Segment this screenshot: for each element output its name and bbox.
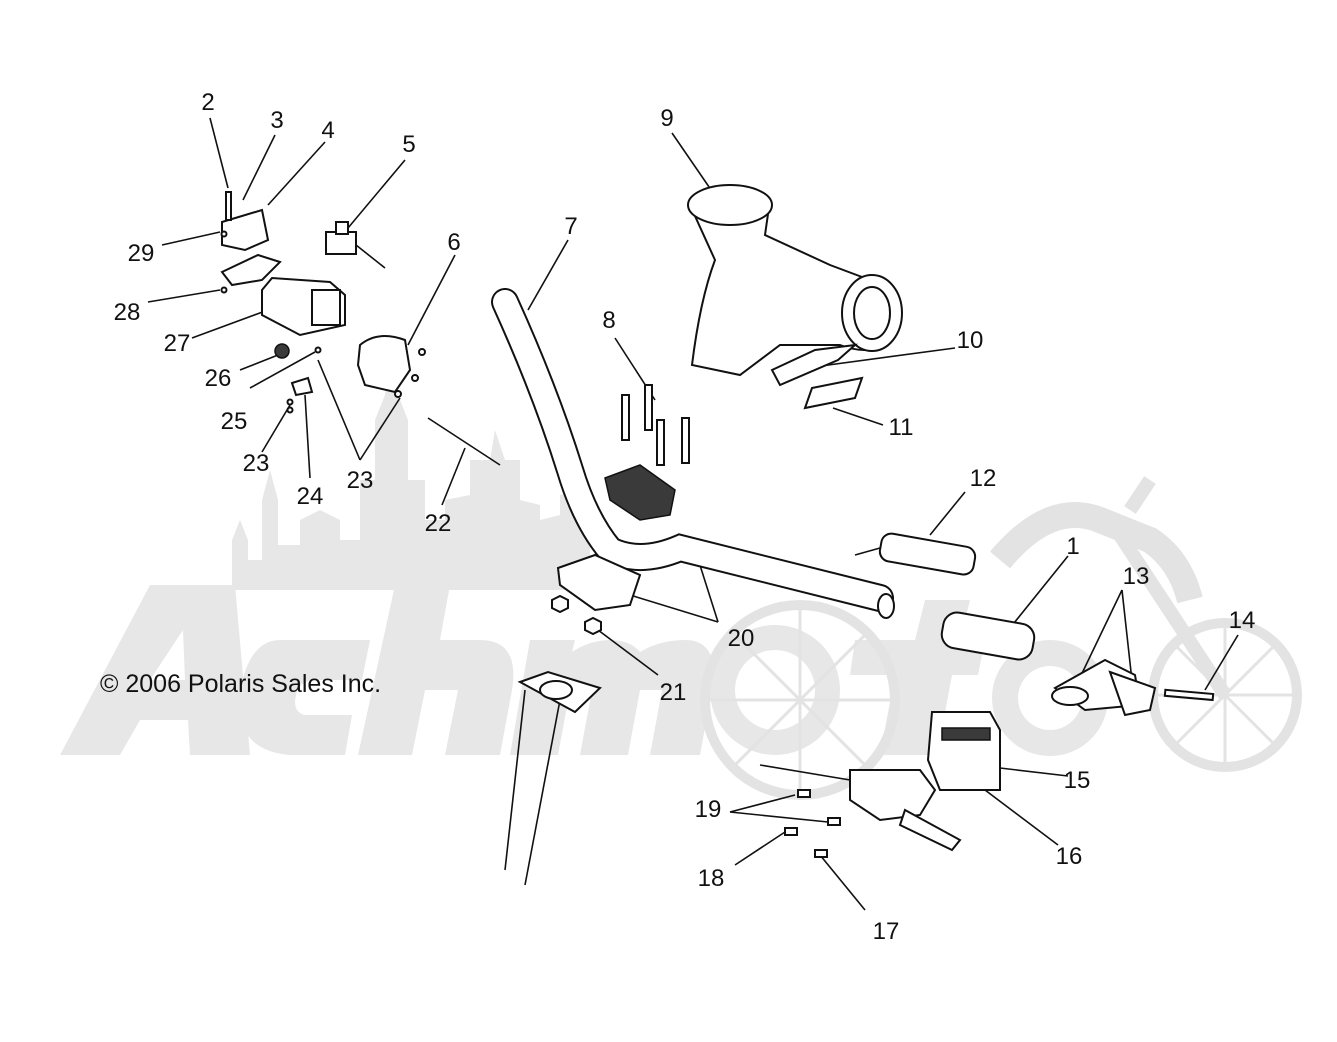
callout-3: 3 bbox=[270, 107, 283, 134]
callout-5: 5 bbox=[402, 131, 415, 158]
callout-4: 4 bbox=[321, 117, 334, 144]
grip-throttle-side bbox=[854, 532, 977, 576]
switch-cover bbox=[356, 335, 426, 398]
callout-1: 1 bbox=[1066, 533, 1079, 560]
callout-20: 20 bbox=[728, 625, 755, 652]
callout-16: 16 bbox=[1056, 843, 1083, 870]
callout-17: 17 bbox=[873, 918, 900, 945]
copyright-notice: © 2006 Polaris Sales Inc. bbox=[100, 670, 381, 698]
callout-12: 12 bbox=[970, 465, 997, 492]
throttle-housing bbox=[926, 711, 1001, 791]
clamp-bolts bbox=[621, 384, 690, 466]
callout-22: 22 bbox=[425, 510, 452, 537]
callout-6: 6 bbox=[447, 229, 460, 256]
pad-strap bbox=[770, 343, 864, 410]
callout-27: 27 bbox=[164, 330, 191, 357]
leader-lines bbox=[147, 117, 1239, 911]
callout-18: 18 bbox=[698, 865, 725, 892]
brake-master-cylinder bbox=[759, 764, 962, 858]
callouts: 1 2 3 4 5 6 7 8 9 10 11 12 13 14 15 16 1… bbox=[114, 89, 1256, 945]
callout-19: 19 bbox=[695, 796, 722, 823]
callout-26: 26 bbox=[205, 365, 232, 392]
connector bbox=[325, 221, 386, 269]
callout-23-right: 23 bbox=[347, 467, 374, 494]
callout-15: 15 bbox=[1064, 767, 1091, 794]
callout-2: 2 bbox=[201, 89, 214, 116]
handlebar-clamps bbox=[556, 464, 676, 612]
callout-23-left: 23 bbox=[243, 450, 270, 477]
small-hardware bbox=[220, 230, 322, 414]
bar-end bbox=[1051, 658, 1215, 717]
callout-24: 24 bbox=[297, 483, 324, 510]
grip bbox=[940, 611, 1036, 661]
callout-9: 9 bbox=[660, 105, 673, 132]
callout-21: 21 bbox=[660, 679, 687, 706]
switch-housing bbox=[261, 276, 346, 337]
callout-28: 28 bbox=[114, 299, 141, 326]
callout-11: 11 bbox=[889, 414, 914, 441]
callout-13: 13 bbox=[1123, 563, 1150, 590]
handlebar-pad bbox=[687, 184, 903, 377]
callout-14: 14 bbox=[1229, 607, 1256, 634]
steering-post bbox=[504, 670, 602, 886]
callout-7: 7 bbox=[564, 213, 577, 240]
callout-8: 8 bbox=[602, 307, 615, 334]
mount-bracket bbox=[220, 191, 282, 287]
callout-29: 29 bbox=[128, 240, 155, 267]
throttle-cable bbox=[427, 417, 501, 466]
handlebar bbox=[491, 288, 895, 619]
callout-25: 25 bbox=[221, 408, 248, 435]
callout-10: 10 bbox=[957, 327, 984, 354]
nuts bbox=[551, 594, 602, 636]
